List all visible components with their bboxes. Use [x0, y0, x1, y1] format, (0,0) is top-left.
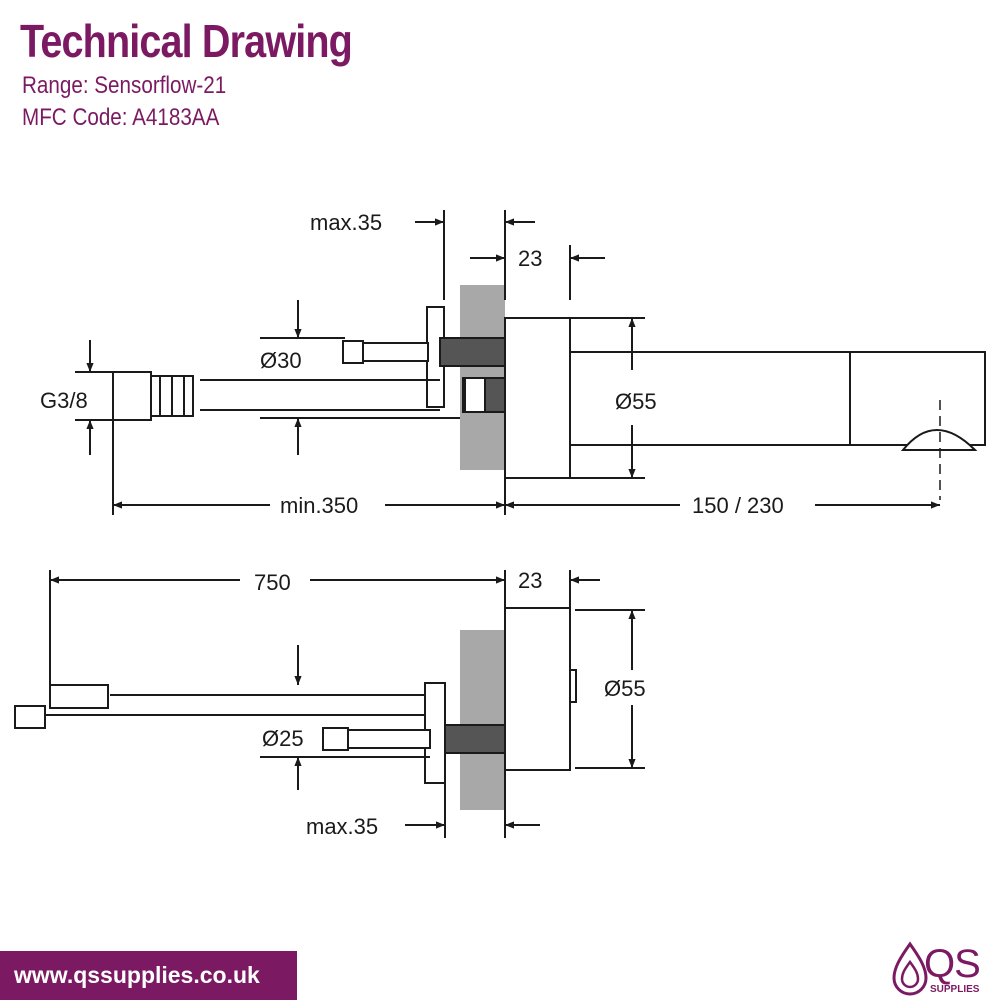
label-23-bottom: 23 — [518, 568, 542, 593]
aerator — [900, 429, 978, 451]
body-bottom — [504, 607, 571, 771]
code-line: MFC Code: A4183AA — [22, 104, 219, 132]
label-d25: Ø25 — [262, 726, 304, 751]
label-g38: G3/8 — [40, 388, 88, 413]
droplet-icon — [892, 941, 928, 996]
range-line: Range: Sensorflow-21 — [22, 72, 226, 100]
label-max35-bottom: max.35 — [306, 814, 378, 839]
footer-url[interactable]: www.qssupplies.co.uk — [14, 962, 260, 988]
logo-text: QS — [924, 942, 981, 986]
top-dimensions — [75, 210, 940, 515]
range-label: Range: — [22, 72, 89, 99]
g38-nut — [112, 371, 152, 421]
label-23-top: 23 — [518, 246, 542, 271]
bottom-view — [14, 607, 577, 810]
range-value: Sensorflow-21 — [94, 72, 227, 99]
label-min350: min.350 — [280, 493, 358, 518]
label-d55-top: Ø55 — [615, 389, 657, 414]
label-150-230: 150 / 230 — [692, 493, 784, 518]
label-d55-bottom: Ø55 — [604, 676, 646, 701]
top-view — [112, 285, 986, 500]
label-d30: Ø30 — [260, 348, 302, 373]
thread-rod-bottom — [444, 724, 506, 754]
qs-logo: QS SUPPLIES — [890, 940, 1000, 1000]
connector-box — [14, 705, 46, 729]
code-label: MFC Code: — [22, 104, 128, 131]
bottom-dimensions — [49, 570, 645, 838]
spout — [569, 351, 986, 446]
thread-rod-upper — [439, 337, 506, 367]
page-title: Technical Drawing — [20, 15, 353, 67]
body-top — [504, 317, 571, 479]
wall-bottom — [460, 630, 505, 810]
footer-url-bar[interactable]: www.qssupplies.co.uk — [0, 951, 297, 1000]
code-value: A4183AA — [132, 104, 220, 131]
sensor-box — [49, 684, 109, 709]
logo-subtext: SUPPLIES — [930, 984, 980, 995]
label-750: 750 — [254, 570, 291, 595]
label-max35-top: max.35 — [310, 210, 382, 235]
